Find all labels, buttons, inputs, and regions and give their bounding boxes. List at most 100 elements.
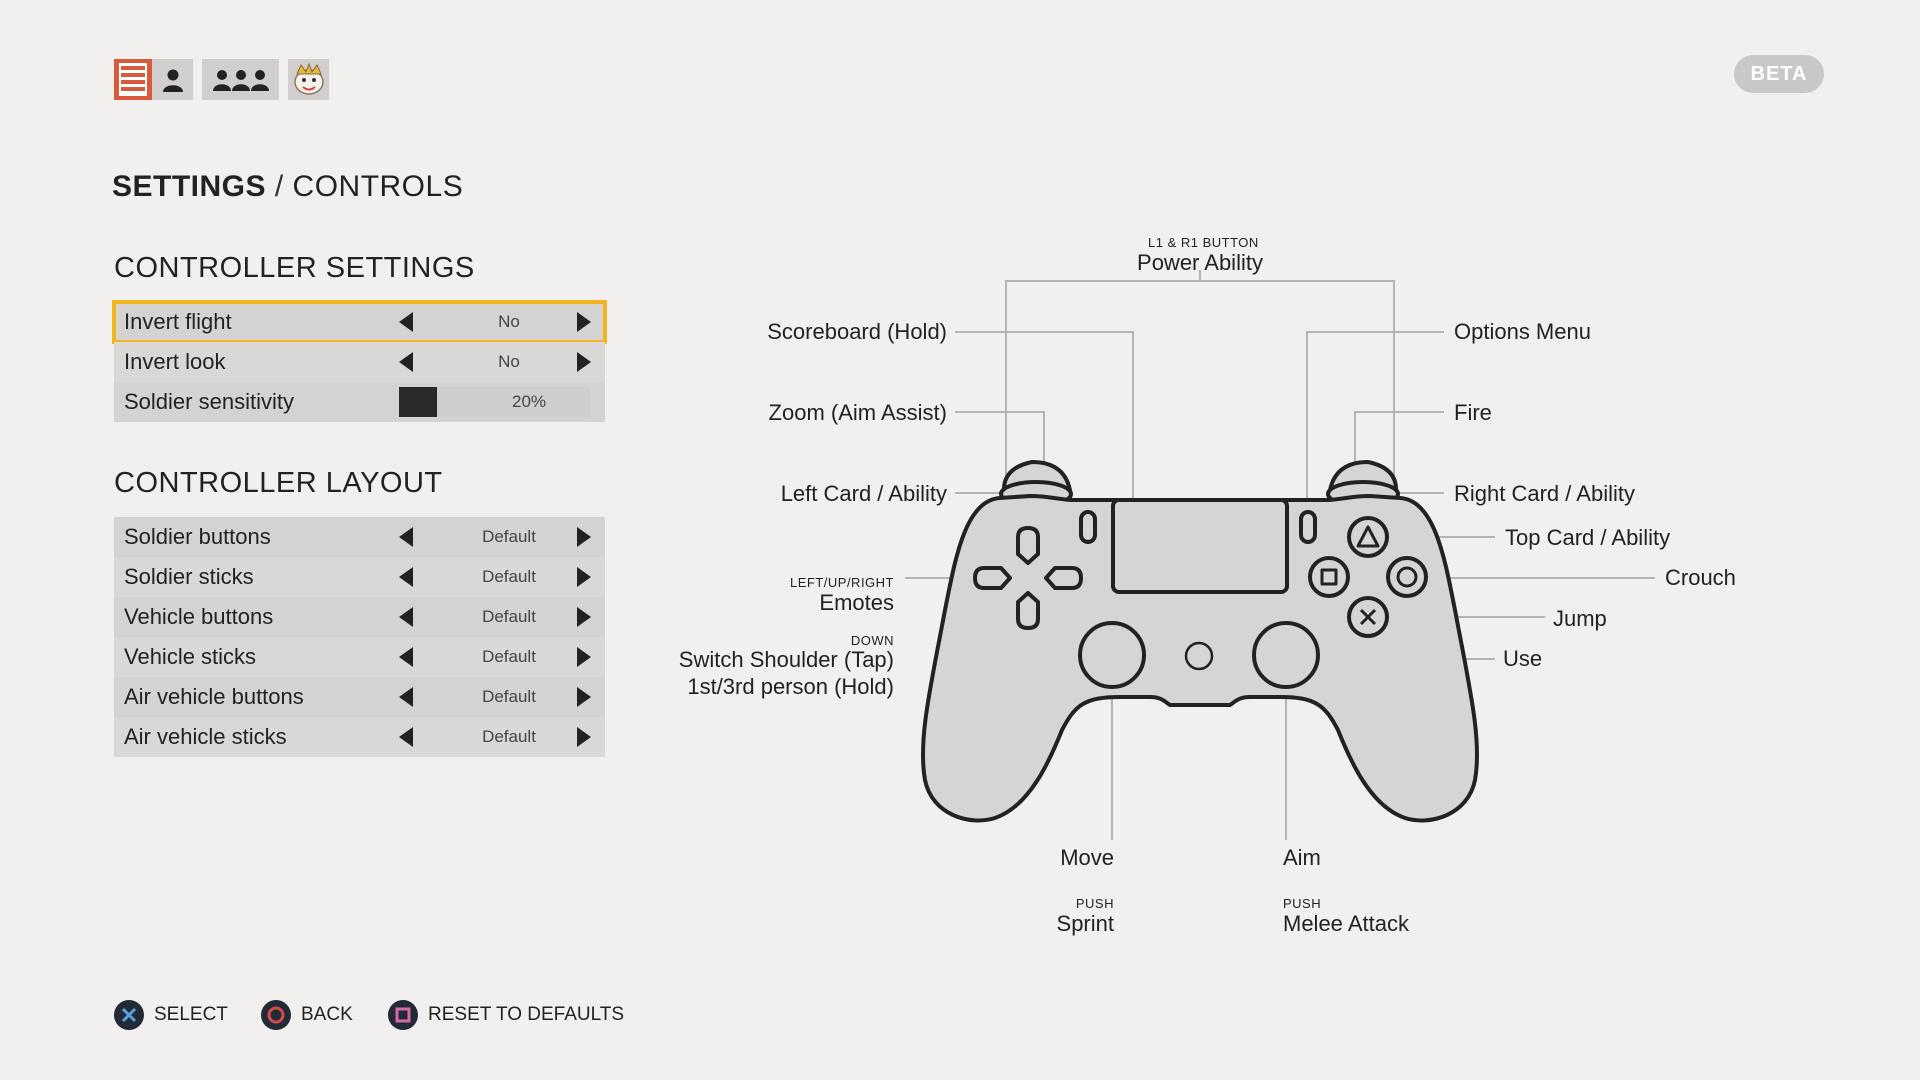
sensitivity-slider-fill xyxy=(399,387,438,417)
beta-badge: BETA xyxy=(1734,55,1824,93)
arrow-left-icon[interactable] xyxy=(399,527,413,547)
reset-label: RESET TO DEFAULTS xyxy=(428,1004,625,1025)
page-title-main: SETTINGS xyxy=(112,170,267,203)
options-button xyxy=(1299,510,1317,544)
arrow-right-icon[interactable] xyxy=(577,312,591,332)
label-use: Use xyxy=(1503,646,1543,671)
layout-value: Default xyxy=(482,647,536,666)
back-hint[interactable]: BACK xyxy=(261,1000,353,1030)
squad-tab[interactable] xyxy=(202,59,279,100)
label-switch-shoulder: Switch Shoulder (Tap) xyxy=(678,647,894,672)
layout-row-soldier-sticks[interactable]: Soldier sticks Default xyxy=(114,557,605,597)
setting-value: No xyxy=(498,352,520,371)
push-left-caption: PUSH xyxy=(1075,896,1114,911)
label-top-card: Top Card / Ability xyxy=(1505,525,1671,550)
setting-label: Soldier sensitivity xyxy=(124,389,294,414)
share-button xyxy=(1079,510,1097,544)
label-melee: Melee Attack xyxy=(1283,911,1409,936)
label-fire: Fire xyxy=(1454,400,1492,425)
setting-label: Invert look xyxy=(124,349,226,374)
label-move: Move xyxy=(1060,845,1114,870)
arrow-right-icon[interactable] xyxy=(577,352,591,372)
label-emotes: Emotes xyxy=(819,590,894,615)
circle-button xyxy=(1386,556,1428,598)
arrow-left-icon[interactable] xyxy=(399,687,413,707)
layout-value: Default xyxy=(482,527,536,546)
page-title: SETTINGS / CONTROLS xyxy=(112,170,463,204)
label-person-toggle: 1st/3rd person (Hold) xyxy=(687,674,894,699)
setting-row-soldier-sensitivity[interactable]: Soldier sensitivity 20% xyxy=(114,382,605,422)
setting-value: 20% xyxy=(511,392,547,411)
layout-label: Air vehicle buttons xyxy=(124,684,304,709)
arrow-right-icon[interactable] xyxy=(577,727,591,747)
profile-strip xyxy=(114,59,329,100)
layout-value: Default xyxy=(482,687,536,706)
controller-settings-panel: Invert flight No Invert look No Soldier … xyxy=(112,300,607,422)
person-icon xyxy=(152,59,193,100)
layout-row-air-vehicle-buttons[interactable]: Air vehicle buttons Default xyxy=(114,677,605,717)
arrow-left-icon[interactable] xyxy=(399,352,413,372)
dpad xyxy=(973,526,1083,630)
layout-label: Vehicle buttons xyxy=(124,604,274,629)
controller-drawing xyxy=(920,460,1480,823)
arrow-left-icon[interactable] xyxy=(399,312,413,332)
label-zoom: Zoom (Aim Assist) xyxy=(768,400,947,425)
setting-row-invert-flight[interactable]: Invert flight No xyxy=(112,300,607,344)
layout-label: Soldier sticks xyxy=(124,564,254,589)
right-stick xyxy=(1252,621,1320,689)
layout-value: Default xyxy=(482,567,536,586)
layout-row-air-vehicle-sticks[interactable]: Air vehicle sticks Default xyxy=(114,717,605,757)
arrow-right-icon[interactable] xyxy=(577,607,591,627)
cross-button-icon xyxy=(114,1000,144,1030)
avatar-icon xyxy=(293,62,324,95)
layout-row-vehicle-buttons[interactable]: Vehicle buttons Default xyxy=(114,597,605,637)
layout-row-soldier-buttons[interactable]: Soldier buttons Default xyxy=(114,517,605,557)
sensitivity-slider[interactable] xyxy=(399,387,590,417)
triangle-button xyxy=(1347,516,1389,558)
setting-row-invert-look[interactable]: Invert look No xyxy=(114,342,605,382)
l1r1-caption: L1 & R1 BUTTON xyxy=(1148,235,1259,250)
arrow-right-icon[interactable] xyxy=(577,687,591,707)
left-stick xyxy=(1078,621,1146,689)
controller-settings-heading: CONTROLLER SETTINGS xyxy=(114,252,475,284)
cross-icon xyxy=(1359,608,1377,626)
label-options-menu: Options Menu xyxy=(1454,319,1591,344)
arrow-left-icon[interactable] xyxy=(399,647,413,667)
down-caption: DOWN xyxy=(850,633,894,648)
profile-tab[interactable] xyxy=(114,59,193,100)
arrow-left-icon[interactable] xyxy=(399,607,413,627)
arrow-left-icon[interactable] xyxy=(399,727,413,747)
page-title-separator: / xyxy=(274,170,293,203)
arrow-right-icon[interactable] xyxy=(577,647,591,667)
label-aim: Aim xyxy=(1283,845,1321,870)
square-button xyxy=(1308,556,1350,598)
back-label: BACK xyxy=(301,1004,353,1025)
label-scoreboard: Scoreboard (Hold) xyxy=(767,319,947,344)
label-crouch: Crouch xyxy=(1665,565,1736,590)
l1r1-action: Power Ability xyxy=(1137,250,1263,275)
dpad-caption: LEFT/UP/RIGHT xyxy=(789,575,894,590)
layout-value: Default xyxy=(482,727,536,746)
arrow-left-icon[interactable] xyxy=(399,567,413,587)
layout-label: Air vehicle sticks xyxy=(124,724,287,749)
layout-label: Vehicle sticks xyxy=(124,644,257,669)
controller-layout-panel: Soldier buttons Default Soldier sticks D… xyxy=(114,517,605,757)
arrow-right-icon[interactable] xyxy=(577,567,591,587)
label-right-card: Right Card / Ability xyxy=(1454,481,1635,506)
label-left-card: Left Card / Ability xyxy=(780,481,947,506)
label-sprint: Sprint xyxy=(1056,911,1114,936)
setting-value: No xyxy=(498,312,520,331)
layout-label: Soldier buttons xyxy=(124,524,271,549)
select-hint[interactable]: SELECT xyxy=(114,1000,228,1030)
avatar[interactable] xyxy=(288,59,329,100)
reset-hint[interactable]: RESET TO DEFAULTS xyxy=(388,1000,624,1030)
ps-button xyxy=(1184,641,1214,671)
circle-button-icon xyxy=(261,1000,291,1030)
arrow-right-icon[interactable] xyxy=(577,527,591,547)
triangle-icon xyxy=(1356,525,1380,548)
layout-row-vehicle-sticks[interactable]: Vehicle sticks Default xyxy=(114,637,605,677)
square-icon xyxy=(1320,568,1338,586)
square-button-icon xyxy=(388,1000,418,1030)
select-label: SELECT xyxy=(154,1004,228,1025)
touchpad xyxy=(1111,498,1289,594)
